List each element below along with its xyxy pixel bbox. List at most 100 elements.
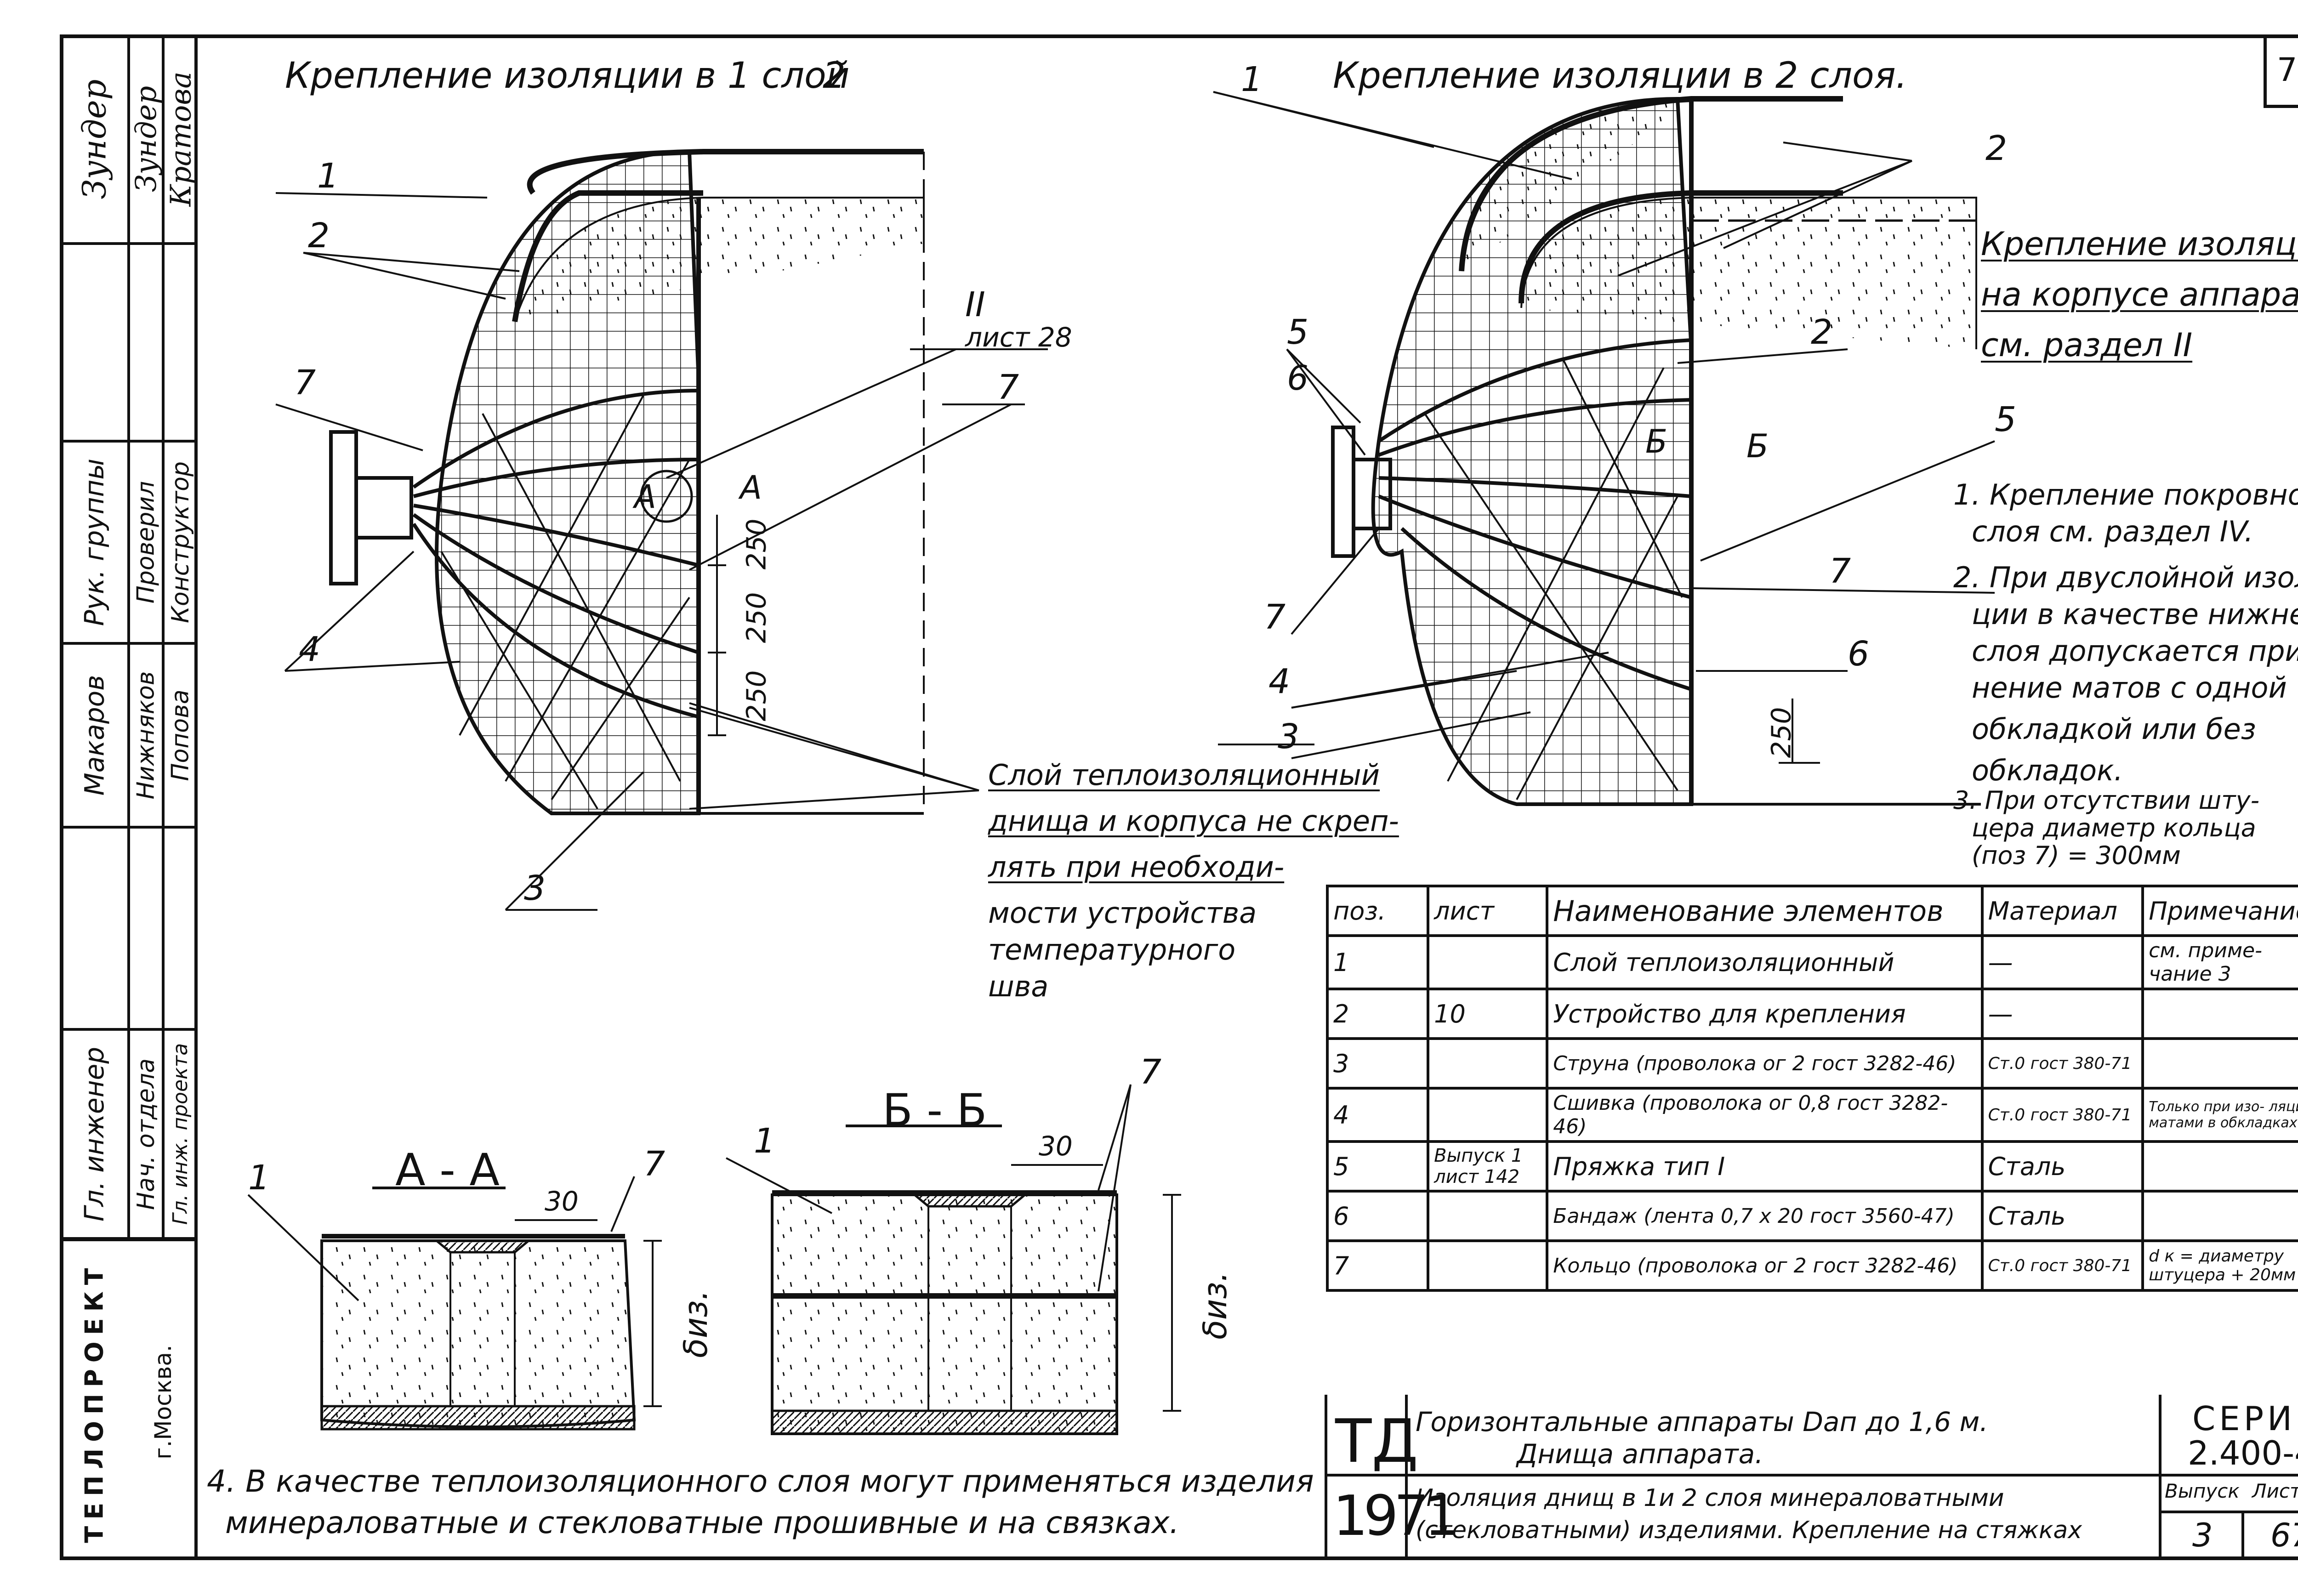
cell-name: Пряжка тип I <box>1546 1140 1984 1193</box>
strip-surname-cell-1: Макаров <box>60 643 129 827</box>
section-BB-thickness: δиз. <box>1196 1272 1234 1340</box>
header-material: Материал <box>1980 885 2144 937</box>
sheet-number: 78 <box>2276 51 2298 89</box>
seam-note-line3: лять при необходи- <box>988 850 1285 884</box>
strip-role: Гл. инженер <box>79 1046 110 1221</box>
section-BB-callout-1: 1 <box>754 1121 776 1161</box>
strip-sign: Зундер <box>75 79 113 199</box>
cell-name: Струна (проволока ог 2 гост 3282-46) <box>1546 1037 1984 1090</box>
cell-sheet <box>1427 1037 1549 1090</box>
strip-role: Проверил <box>132 481 160 604</box>
cell-material: Сталь <box>1980 1140 2144 1193</box>
cell-pos: 3 <box>1325 1037 1430 1090</box>
cell-sheet <box>1427 1190 1549 1242</box>
callout-6: 6 <box>1287 358 1309 398</box>
header-name: Наименование элементов <box>1546 885 1984 937</box>
strip-surname-cell-3: Попова <box>163 643 198 827</box>
cell-pos: 5 <box>1325 1140 1430 1193</box>
strip-role-cell-2: Проверил <box>129 441 163 643</box>
cell-material: Ст.0 гост 380-71 <box>1980 1037 2144 1090</box>
cell-material: Сталь <box>1980 1190 2144 1242</box>
section-mark-B-left: Б <box>1645 423 1668 460</box>
stamp-year: 1971 <box>1333 1484 1459 1548</box>
cell-name: Сшивка (проволока ог 0,8 гост 3282-46) <box>1546 1087 1984 1143</box>
callout-7: 7 <box>997 368 1019 407</box>
view1-title: Крепление изоляции в 1 слой <box>285 55 850 97</box>
section-BB-callout-7: 7 <box>1140 1052 1162 1092</box>
stamp-issue-label: Выпуск <box>2165 1480 2240 1502</box>
section-AA-thickness: δиз. <box>677 1290 715 1358</box>
cell-name: Слой теплоизоляционный <box>1546 934 1984 990</box>
stamp-td: ТД <box>1335 1406 1418 1476</box>
strip-role-cell-1: Рук. группы <box>60 441 129 643</box>
strip-surname-cell-2: Нижняков <box>129 643 163 827</box>
stamp-series: 2.400-4 <box>2188 1434 2298 1472</box>
cell-sheet: 10 <box>1427 988 1549 1040</box>
strip-role-cell-3: Конструктор <box>163 441 198 643</box>
strip-role: Гл. инж. проекта <box>169 1043 193 1225</box>
callout-2: 2 <box>1985 129 2008 168</box>
note-line: обкладкой или без <box>1972 712 2256 746</box>
note-line: ции в качестве нижнего <box>1972 597 2298 631</box>
seam-note-line4: мости устройства <box>988 896 1257 930</box>
table-row: 2 10 Устройство для крепления — <box>1325 988 2298 1040</box>
strip-role: Конструктор <box>166 461 194 623</box>
specification-table: поз. лист Наименование элементов Материа… <box>1325 885 2298 1292</box>
callout-3: 3 <box>524 869 546 908</box>
strip-surname: Нижняков <box>132 671 160 800</box>
cell-material: Ст.0 гост 380-71 <box>1980 1239 2144 1292</box>
callout-5: 5 <box>1995 400 2017 439</box>
section-AA-callout-1: 1 <box>248 1158 270 1198</box>
strip-role-cell-5: Нач. отдела <box>129 1029 163 1238</box>
ref-sheet: лист 28 <box>965 322 1072 353</box>
body-note-line1: Крепление изоляции <box>1981 225 2298 263</box>
dim-250: 250 <box>740 592 772 643</box>
seam-note-line2: днища и корпуса не скреп- <box>988 804 1399 838</box>
note-line: 1. Крепление покровного <box>1953 478 2298 511</box>
header-sheet: лист <box>1427 885 1549 937</box>
strip-surname: Макаров <box>79 675 110 796</box>
note-line: слоя см. раздел IV. <box>1972 515 2253 548</box>
cell-material: — <box>1980 988 2144 1040</box>
callout-1: 1 <box>1241 60 1263 99</box>
cell-note: d к = диаметру штуцера + 20мм <box>2141 1239 2298 1292</box>
table-row: 6 Бандаж (лента 0,7 х 20 гост 3560-47) С… <box>1325 1190 2298 1242</box>
cell-pos: 2 <box>1325 988 1430 1040</box>
cell-note <box>2141 1140 2298 1193</box>
stamp-line4: (стекловатными) изделиями. Крепление на … <box>1416 1516 2082 1544</box>
seam-note-line6: шва <box>988 970 1049 1003</box>
cell-name: Устройство для крепления <box>1546 988 1984 1040</box>
section-AA-title: А - А <box>395 1144 500 1196</box>
dim-250: 250 <box>740 670 772 721</box>
callout-7: 7 <box>294 363 316 403</box>
table-row: 3 Струна (проволока ог 2 гост 3282-46) С… <box>1325 1037 2298 1090</box>
strip-name-cell-3: Кратова <box>163 34 198 244</box>
note4-line2: минераловатные и стекловатные прошивные … <box>225 1505 1179 1540</box>
dim-250: 250 <box>1765 707 1797 758</box>
note-line: обкладок. <box>1972 754 2123 787</box>
section-mark-B-right: Б <box>1746 427 1769 465</box>
body-note-line3: см. раздел II <box>1981 326 2193 364</box>
cell-sheet <box>1427 1087 1549 1143</box>
strip-surname: Попова <box>166 689 194 781</box>
table-row: 4 Сшивка (проволока ог 0,8 гост 3282-46)… <box>1325 1087 2298 1143</box>
note-line: 3. При отсутствии шту- <box>1953 786 2260 815</box>
table-row: 1 Слой теплоизоляционный — см. приме- ча… <box>1325 934 2298 990</box>
seam-note-line5: температурного <box>988 933 1236 966</box>
callout-5: 5 <box>1287 312 1309 352</box>
cell-material: — <box>1980 934 2144 990</box>
sheet-frame <box>60 34 2298 1560</box>
header-pos: поз. <box>1325 885 1430 937</box>
strip-name-cell-1: Зундер <box>60 34 129 244</box>
view2-bottom <box>1331 96 1981 806</box>
strip-role-cell-6: Гл. инж. проекта <box>163 1029 198 1238</box>
ref-section-II: II <box>965 285 985 324</box>
callout-7: 7 <box>1829 551 1851 591</box>
table-row: 5 Выпуск 1 лист 142 Пряжка тип I Сталь <box>1325 1140 2298 1193</box>
section-AA-dim-30: 30 <box>545 1186 579 1217</box>
table-row: 7 Кольцо (проволока ог 2 гост 3282-46) С… <box>1325 1239 2298 1292</box>
cell-name: Кольцо (проволока ог 2 гост 3282-46) <box>1546 1239 1984 1292</box>
note-line: слоя допускается приме- <box>1972 634 2298 668</box>
